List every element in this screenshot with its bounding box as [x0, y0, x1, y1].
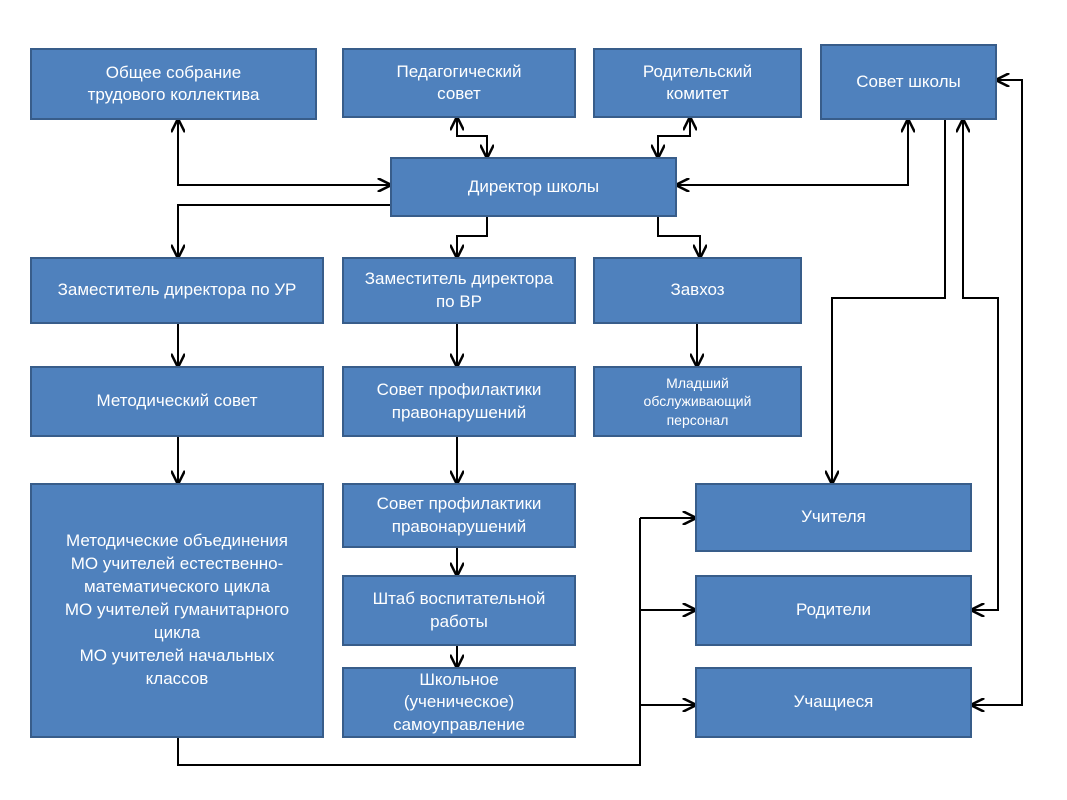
link-director-deputy-ur [178, 204, 390, 257]
link-director-deputy-vr [457, 217, 488, 257]
deputy-vr-box: Заместитель директора по ВР [342, 257, 576, 324]
bus-bottom [177, 518, 641, 766]
teachers-box: Учителя [695, 483, 972, 552]
junior-staff-box: Младший обслуживающий персонал [593, 366, 802, 437]
link-pedcouncil-director [457, 118, 487, 157]
school-council-box: Совет школы [820, 44, 997, 120]
student-government-box: Школьное (ученическое) самоуправление [342, 667, 576, 738]
education-staff-box: Штаб воспитательной работы [342, 575, 576, 646]
students-box: Учащиеся [695, 667, 972, 738]
link-council-teachers [832, 120, 946, 483]
general-meeting-box: Общее собрание трудового коллектива [30, 48, 317, 120]
parents-box: Родители [695, 575, 972, 646]
prevention-council-box: Совет профилактики правонарушений [342, 366, 576, 437]
methodical-council-box: Методический совет [30, 366, 324, 437]
link-council-director [677, 120, 908, 185]
deputy-ur-box: Заместитель директора по УР [30, 257, 324, 324]
pedagogical-council-box: Педагогический совет [342, 48, 576, 118]
director-box: Директор школы [390, 157, 677, 217]
link-council-students [972, 80, 1023, 705]
supply-manager-box: Завхоз [593, 257, 802, 324]
methodical-associations-box: Методические объединения МО учителей ест… [30, 483, 324, 738]
link-parents-director [658, 118, 690, 157]
parent-committee-box: Родительский комитет [593, 48, 802, 118]
link-meeting-director [178, 120, 390, 185]
link-director-supply [657, 217, 700, 257]
prevention-council-2-box: Совет профилактики правонарушений [342, 483, 576, 548]
